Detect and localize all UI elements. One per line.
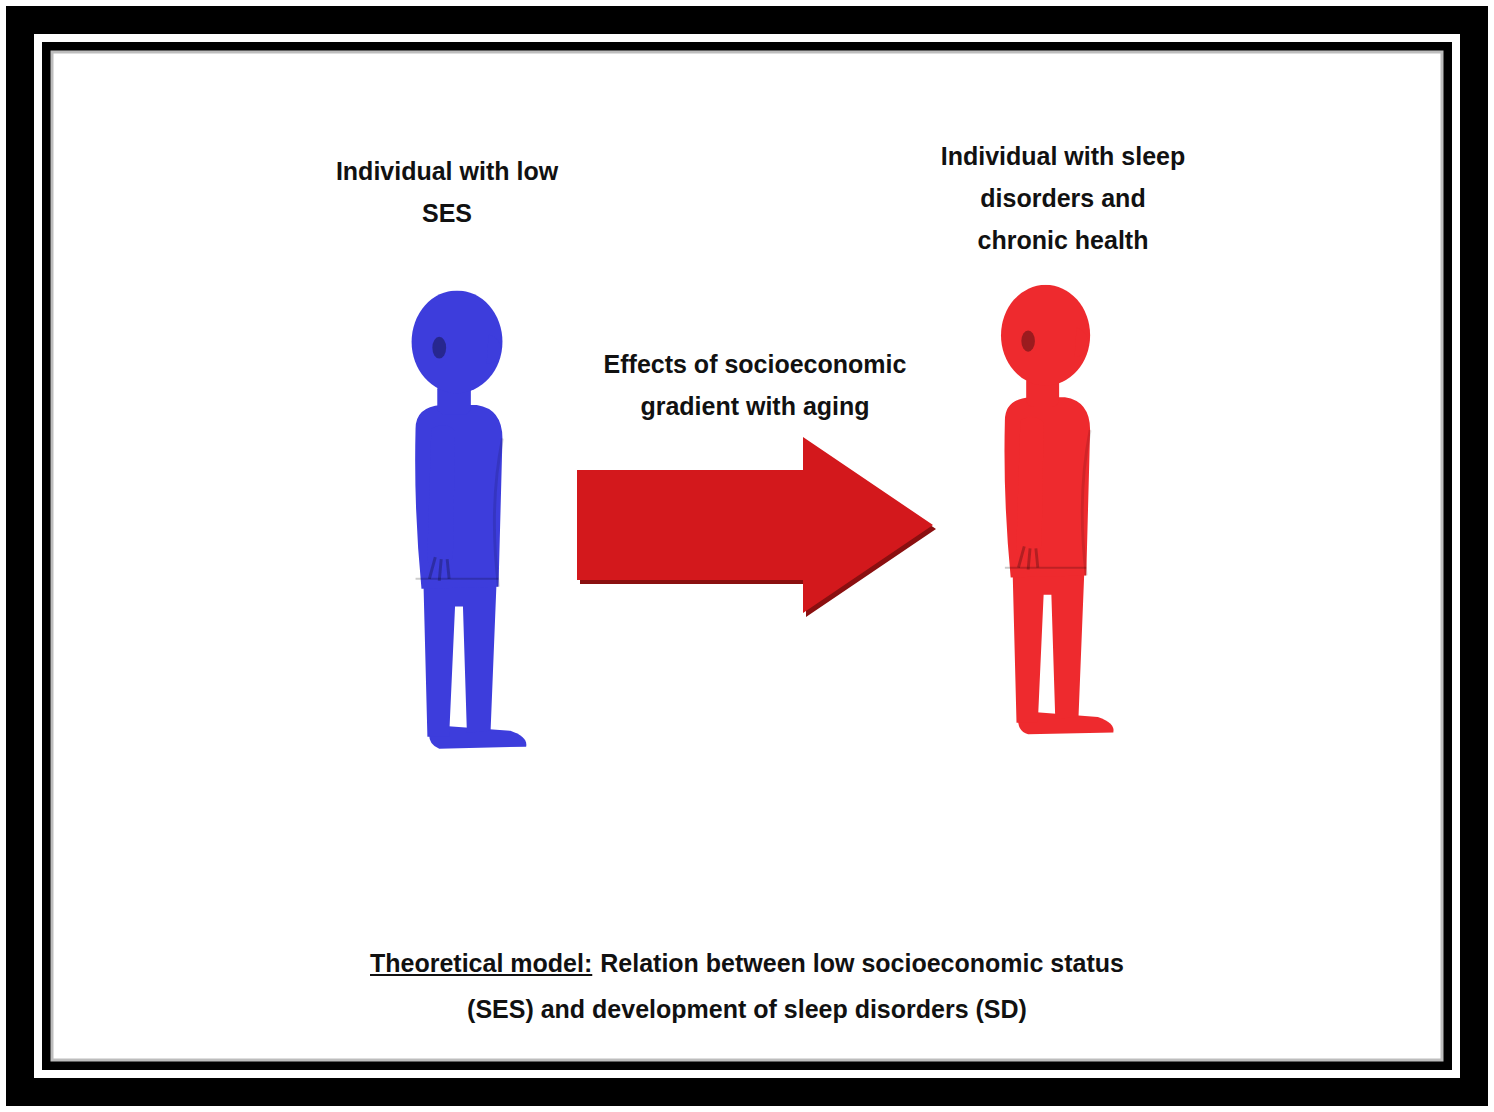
caption-block: Theoretical model:Relation between low s… — [347, 940, 1147, 1032]
caption-lead: Theoretical model: — [370, 949, 592, 977]
arrow-label: Effects of socioeconomic gradient with a… — [595, 343, 915, 427]
person-figure — [380, 290, 538, 755]
figure-node: Individual with sleep disorders and chro… — [933, 135, 1193, 755]
person-figure — [970, 280, 1125, 745]
figure-label: Individual with sleep disorders and chro… — [933, 135, 1193, 261]
figure-label: Individual with low SES — [317, 150, 577, 234]
figure-node: Individual with low SES — [317, 150, 577, 760]
block-arrow — [577, 437, 936, 617]
